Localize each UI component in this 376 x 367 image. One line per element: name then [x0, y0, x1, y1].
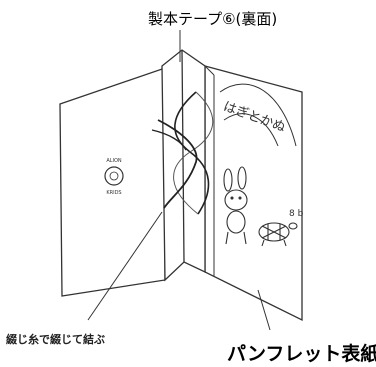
leader-thread	[87, 211, 163, 321]
spine-fold-line	[181, 49, 185, 263]
cover-title-arch-outer	[219, 83, 297, 147]
pamphlet-cover-label: パンフレット表紙	[227, 343, 376, 365]
thread-label: 綴じ糸で綴じて結ぶ	[6, 333, 105, 346]
right-page-cover	[204, 65, 303, 322]
turtle-figure	[258, 222, 298, 247]
stamp-line1: ALION	[106, 158, 122, 164]
binding-tape-label: 製本テープ⑥(裏面)	[148, 10, 278, 28]
stamp-inner	[109, 171, 119, 181]
stamp-line2: KRIDS	[106, 190, 121, 196]
rabbit-figure	[223, 166, 248, 245]
binding-thread-back	[173, 91, 214, 215]
leader-cover	[257, 289, 271, 331]
binding-thread-tail	[157, 119, 198, 209]
binding-thread-knot	[151, 129, 187, 151]
cover-signature: 8 b	[289, 209, 304, 219]
tape-edge-line	[204, 65, 215, 76]
stamp-circle	[104, 166, 124, 186]
cover-title-arch-inner	[223, 113, 279, 147]
